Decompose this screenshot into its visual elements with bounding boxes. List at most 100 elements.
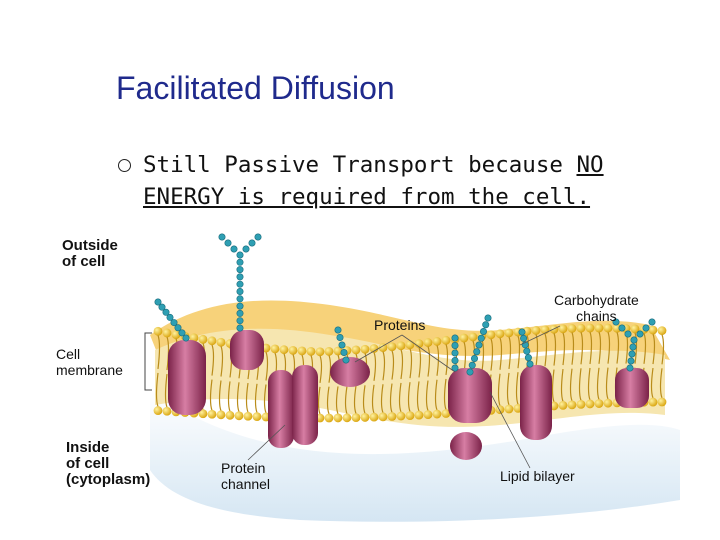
lipid-head: [648, 325, 658, 335]
lipid-tail: [425, 346, 431, 411]
lipid-head: [153, 326, 163, 336]
carbohydrate-bead: [158, 303, 166, 311]
lipid-tail: [587, 331, 593, 401]
carbohydrate-bead: [236, 280, 244, 288]
carbohydrate-bead: [520, 334, 528, 342]
lipid-tail: [398, 349, 404, 413]
label-proteins: Proteins: [374, 317, 426, 333]
carbohydrate-bead: [524, 354, 532, 362]
lipid-head: [387, 412, 397, 421]
lipid-head: [603, 323, 613, 333]
lipid-head: [306, 346, 316, 356]
lipid-tail: [497, 337, 503, 406]
carbohydrate-bead: [336, 333, 344, 341]
protein-left: [168, 340, 206, 415]
lipid-head: [603, 398, 613, 408]
carbohydrate-bead: [477, 334, 485, 342]
lipid-tail: [317, 355, 323, 415]
lipid-head: [468, 332, 478, 342]
cytoplasm-shade: [150, 390, 680, 522]
carbohydrate-bead: [224, 239, 232, 247]
slide-title: Facilitated Diffusion: [116, 70, 395, 106]
label-lipid-bilayer: Lipid bilayer: [500, 468, 575, 484]
protein-lower-centre: [450, 432, 482, 460]
lipid-tail: [659, 334, 665, 399]
lipid-head: [324, 413, 334, 423]
carbohydrate-bead: [236, 309, 244, 317]
lipid-head: [369, 412, 379, 422]
lipid-head: [288, 345, 298, 355]
carbohydrate-bead: [451, 334, 459, 342]
carbohydrate-bead: [636, 330, 644, 338]
lipid-head: [441, 335, 451, 345]
lipid-tail: [551, 333, 557, 403]
lipid-head: [459, 333, 469, 343]
carbohydrate-bead: [154, 298, 162, 306]
lipid-head: [630, 324, 640, 334]
lipid-tail: [209, 344, 215, 411]
carbohydrate-bead: [236, 317, 244, 325]
lipid-head: [243, 411, 253, 421]
lipid-tail: [164, 336, 170, 408]
lipid-head: [378, 343, 388, 353]
carbohydrate-bead: [451, 364, 459, 372]
carbohydrate-bead: [479, 327, 487, 335]
lipid-head: [657, 326, 667, 336]
carbohydrate-bead: [518, 328, 526, 336]
lipid-head: [351, 345, 361, 355]
carbohydrate-bead: [468, 361, 476, 369]
carbohydrate-bead: [626, 364, 634, 372]
carbohydrate-bead: [242, 245, 250, 253]
carbohydrate-bead: [523, 347, 531, 355]
lipid-head: [432, 337, 442, 346]
lipid-tail: [416, 347, 422, 412]
lipid-head: [378, 412, 388, 422]
lipid-head: [315, 347, 325, 357]
carbohydrate-bead: [612, 318, 620, 326]
bullet-text-energy: ENERGY is required from the cell.: [143, 184, 591, 210]
lipid-head: [270, 344, 280, 354]
lipid-head: [216, 410, 226, 420]
label-protein-channel: Protein channel: [221, 460, 270, 492]
lipid-head: [486, 330, 496, 340]
pointer-proteins-1: [354, 334, 403, 363]
lipid-tail: [515, 335, 521, 405]
lipid-head: [657, 397, 667, 407]
carbohydrate-bead: [628, 350, 636, 358]
lipid-head: [567, 324, 577, 333]
lipid-tail: [155, 335, 161, 407]
lipid-head: [207, 409, 217, 419]
carbohydrate-bead: [166, 313, 174, 321]
carbohydrate-bead: [618, 324, 626, 332]
lipid-head: [576, 399, 586, 409]
lipid-head: [225, 410, 235, 420]
carbohydrate-bead: [629, 343, 637, 351]
lipid-tail: [371, 352, 377, 414]
carbohydrate-bead: [526, 360, 534, 368]
lipid-head: [594, 323, 604, 333]
protein-right-upper: [448, 368, 492, 423]
lipid-head: [369, 344, 379, 353]
lipid-head: [360, 413, 370, 422]
carbohydrate-bead: [182, 334, 190, 342]
carbohydrate-bead: [475, 341, 483, 349]
lipid-head: [495, 329, 505, 339]
lipid-head: [324, 347, 334, 356]
label-inside-line3: (cytoplasm): [66, 471, 151, 488]
protein-centre: [230, 330, 264, 370]
lipid-head: [297, 346, 307, 356]
bullet-circle-icon: [118, 159, 131, 172]
carbohydrate-bead: [451, 356, 459, 364]
protein-channel: [268, 365, 318, 448]
carbohydrate-bead: [334, 326, 342, 334]
lipid-head: [234, 411, 244, 421]
lipid-head: [360, 344, 370, 354]
carbohydrate-bead: [254, 233, 262, 241]
protein-far-right: [615, 368, 649, 408]
lipid-head: [351, 413, 361, 423]
pointer-lipid-bilayer: [489, 391, 531, 469]
carbohydrate-bead: [342, 356, 350, 364]
carbohydrate-bead: [236, 302, 244, 310]
